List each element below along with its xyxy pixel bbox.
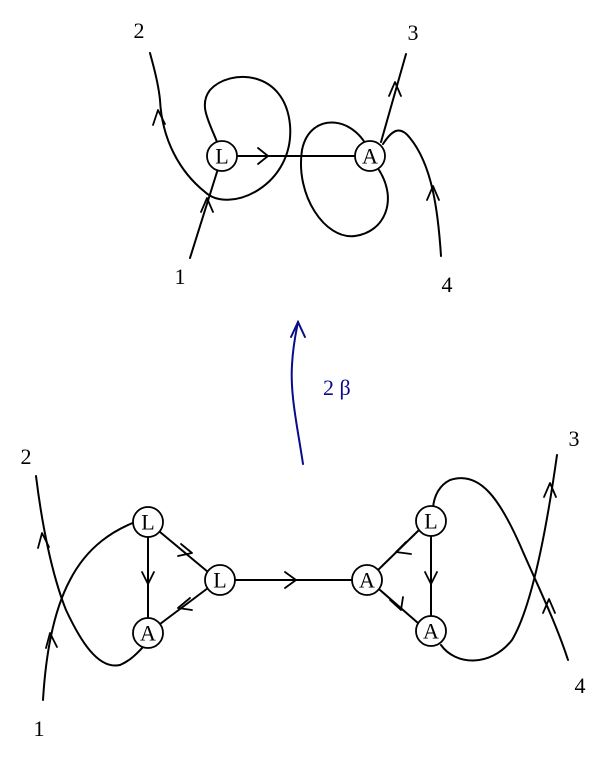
transformation-label: 2 β	[323, 375, 351, 400]
top-node-right: A	[354, 140, 386, 172]
bottom-endpoint-4: 4	[575, 673, 586, 698]
bottom-node-center-right: A	[351, 564, 383, 596]
transformation: 2 β	[290, 319, 351, 465]
transformation-arrow	[290, 321, 304, 465]
bottom-diagram: L A L A L A 1 2 3 4	[21, 426, 586, 741]
bottom-arrow-Rtop-to-A	[395, 541, 412, 555]
top-arrow-strand-1	[200, 197, 214, 213]
bottom-endpoint-2: 2	[21, 444, 32, 469]
bottom-node-left-top: L	[132, 506, 164, 538]
bottom-node-left-bottom: A	[132, 617, 164, 649]
top-diagram: L A 1 2 3 4	[134, 18, 453, 297]
bottom-arrow-strand-2	[37, 532, 50, 549]
bottom-node-right-top: L	[415, 505, 447, 537]
bottom-endpoint-1: 1	[34, 716, 45, 741]
bottom-arrow-strand-4	[542, 598, 556, 614]
bottom-edge-Acenter-to-Rbottom	[379, 589, 419, 624]
bottom-node-left-top-label: L	[141, 510, 154, 535]
bottom-strand-4	[432, 477, 569, 661]
bottom-arrow-A-to-Rbottom	[389, 596, 404, 611]
bottom-arrow-Ltop-to-Lcenter	[177, 543, 193, 557]
top-node-left-label: L	[215, 144, 228, 169]
bottom-edge-Ltop-to-Lcenter	[159, 531, 209, 573]
transformation-arrowhead	[290, 319, 306, 338]
bottom-endpoint-3: 3	[569, 426, 580, 451]
top-endpoint-3: 3	[408, 20, 419, 45]
top-arrow-strand-3	[388, 81, 402, 97]
bottom-edge-A-to-loop	[119, 644, 146, 666]
bottom-arrow-Lcenter-to-A	[177, 597, 193, 611]
bottom-node-center-left-label: L	[213, 568, 226, 593]
bottom-node-right-top-label: L	[424, 509, 437, 534]
top-arrow-L-to-A	[257, 147, 269, 165]
bottom-arrow-center	[284, 571, 297, 589]
bottom-node-center-left: L	[204, 564, 236, 596]
top-edge-4-to-A	[382, 129, 442, 257]
bottom-strand-3	[440, 454, 558, 662]
top-node-left: L	[206, 140, 238, 172]
bottom-node-center-right-label: A	[359, 568, 375, 593]
bottom-arrow-Rtop-down	[424, 571, 438, 585]
bottom-arrow-strand-1	[45, 632, 58, 649]
top-endpoint-1: 1	[175, 264, 186, 289]
bottom-node-left-bottom-label: A	[140, 621, 156, 646]
top-endpoint-4: 4	[442, 272, 453, 297]
top-endpoint-2: 2	[134, 18, 145, 43]
top-arrow-strand-2	[152, 109, 166, 126]
bottom-edge-Lcenter-to-Abottom	[159, 587, 209, 625]
top-edge-1-to-L	[189, 155, 223, 259]
bottom-arrow-strand-3	[543, 482, 557, 498]
bottom-node-right-bottom-label: A	[423, 619, 439, 644]
bottom-strand-1	[42, 521, 136, 701]
top-node-right-label: A	[362, 144, 378, 169]
bottom-arrow-Ltop-down	[141, 571, 155, 585]
top-loop-A	[300, 121, 389, 238]
bottom-strand-2	[35, 475, 121, 667]
top-loop-L-to-2	[149, 52, 292, 201]
top-arrow-strand-4	[426, 185, 440, 201]
top-edge-A-to-3	[380, 53, 407, 143]
bottom-node-right-bottom: A	[415, 615, 447, 647]
